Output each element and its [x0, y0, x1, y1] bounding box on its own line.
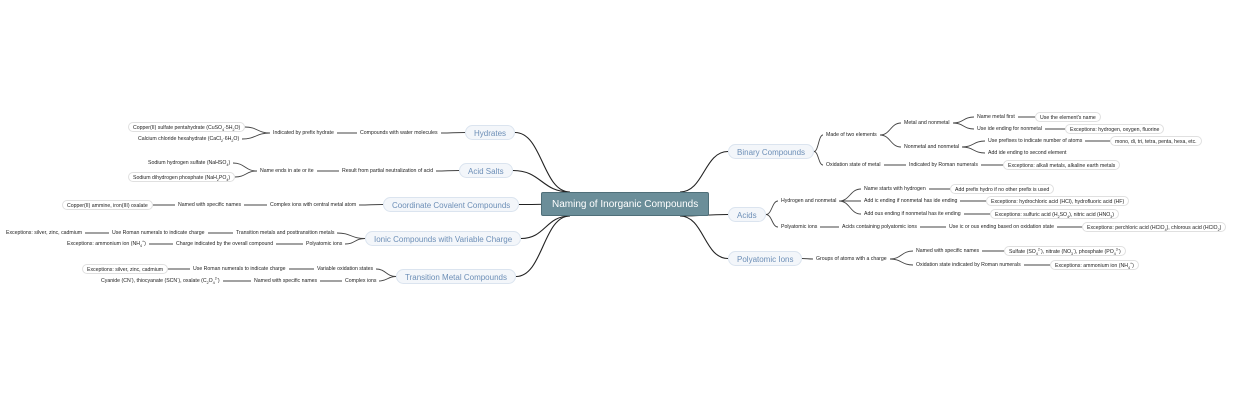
branch-acid-salts[interactable]: Acid Salts — [459, 163, 513, 178]
connector-acids-hydrogen_nonmetal — [765, 200, 779, 215]
node-use-ic-or-ous[interactable]: Use ic or ous ending based on oxidation … — [949, 224, 1054, 230]
connector-groups_charge-named_specific_poly — [889, 250, 914, 260]
root-topic[interactable]: Naming of Inorganic Compounds — [541, 192, 710, 216]
node-compounds-with-water[interactable]: Compounds with water molecules — [360, 130, 438, 136]
connector-root-ionic_variable — [520, 215, 571, 240]
branch-acids[interactable]: Acids — [728, 207, 766, 222]
branch-binary-compounds[interactable]: Binary Compounds — [728, 144, 815, 159]
connector-made_two-metal_nonmetal — [879, 122, 902, 136]
connector-root-polyatomic — [679, 215, 729, 260]
node-metal-and-nonmetal[interactable]: Metal and nonmetal — [904, 120, 950, 126]
connector-acid_salts-result_partial — [435, 170, 460, 172]
connector-ionic_variable-polyatomic_ions_ionic — [344, 238, 366, 245]
node-use-element-name[interactable]: Use the element's name — [1035, 112, 1101, 122]
node-add-ide-ending[interactable]: Add ide ending to second element — [988, 150, 1067, 156]
node-charge-overall-compound[interactable]: Charge indicated by the overall compound — [176, 241, 274, 247]
connector-root-binary — [679, 150, 729, 193]
node-variable-oxidation-states[interactable]: Variable oxidation states — [317, 266, 374, 272]
connector-indicated_prefix-calcium_chloride — [241, 132, 271, 140]
node-cyanide-thiocyanate-oxalate[interactable]: Cyanide (CN-), thiocyanate (SCN-), oxala… — [101, 276, 220, 286]
node-indicated-by-roman-numerals[interactable]: Indicated by Roman numerals — [909, 162, 978, 168]
node-exceptions-hcl-hf[interactable]: Exceptions: hydrochloric acid (HCl), hyd… — [986, 196, 1130, 206]
connector-acids-polyatomic_ions_acid — [765, 214, 779, 228]
connector-root-acid_salts — [512, 169, 571, 193]
connector-hydrogen_nonmetal-name_hydrogen — [838, 188, 862, 202]
node-sodium-dihydrogen-phosphate[interactable]: Sodium dihydrogen phosphate (NaH2PO4) — [128, 172, 236, 182]
node-use-roman-ionic[interactable]: Use Roman numerals to indicate charge — [112, 230, 205, 236]
node-name-metal-first[interactable]: Name metal first — [977, 114, 1015, 120]
node-named-specific-coord[interactable]: Named with specific names — [178, 202, 242, 208]
branch-coordinate-covalent[interactable]: Coordinate Covalent Compounds — [383, 197, 520, 212]
node-use-prefixes[interactable]: Use prefixes to indicate number of atoms — [988, 138, 1083, 144]
connector-ionic_variable-transition_post — [336, 232, 366, 239]
connector-name_ends-sodium_hydrogen_sulfate — [232, 162, 258, 172]
connector-name_ends-sodium_dihydrogen — [234, 170, 258, 178]
branch-hydrates[interactable]: Hydrates — [465, 125, 516, 140]
connector-binary-oxidation_metal — [813, 151, 824, 166]
node-add-ic-ending[interactable]: Add ic ending if nonmetal has ide ending — [864, 198, 958, 204]
node-exceptions-sulfuric-nitric[interactable]: Exceptions: sulfuric acid (H2SO4), nitri… — [990, 209, 1120, 219]
branch-ionic-variable-charge[interactable]: Ionic Compounds with Variable Charge — [365, 231, 522, 246]
connector-nonmetal_nonmetal-use_prefixes — [961, 140, 986, 148]
node-nonmetal-and-nonmetal[interactable]: Nonmetal and nonmetal — [904, 144, 960, 150]
node-prefix-list[interactable]: mono, di, tri, tetra, penta, hexa, etc. — [1110, 136, 1202, 146]
node-exceptions-silver-trans[interactable]: Exceptions: silver, zinc, cadmium — [82, 264, 169, 274]
node-add-prefix-hydro[interactable]: Add prefix hydro if no other prefix is u… — [950, 184, 1055, 194]
node-hydrogen-and-nonmetal[interactable]: Hydrogen and nonmetal — [781, 198, 837, 204]
node-complex-ions-central-metal[interactable]: Complex ions with central metal atom — [270, 202, 357, 208]
connector-metal_nonmetal-use_ide — [952, 122, 975, 130]
branch-polyatomic-ions[interactable]: Polyatomic Ions — [728, 251, 803, 266]
connector-polyatomic-groups_charge — [801, 258, 814, 260]
node-polyatomic-ions-acid[interactable]: Polyatomic ions — [781, 224, 818, 230]
node-acids-containing-polyatomic[interactable]: Acids containing polyatomic ions — [842, 224, 917, 230]
connector-groups_charge-oxidation_roman — [889, 258, 914, 266]
node-named-specific-trans[interactable]: Named with specific names — [254, 278, 318, 284]
node-complex-ions[interactable]: Complex ions — [345, 278, 377, 284]
node-exceptions-ammonium-poly[interactable]: Exceptions: ammonium ion (NH4+) — [1050, 260, 1139, 270]
connector-hydrogen_nonmetal-add_ous — [838, 200, 862, 215]
connector-metal_nonmetal-name_metal_first — [952, 116, 975, 124]
connector-indicated_prefix-copper_sulfate — [244, 126, 271, 134]
branch-transition-metal[interactable]: Transition Metal Compounds — [396, 269, 516, 284]
node-exceptions-perchloric[interactable]: Exceptions: perchloric acid (HClO4), chl… — [1082, 222, 1227, 232]
node-use-roman-trans[interactable]: Use Roman numerals to indicate charge — [193, 266, 286, 272]
connector-hydrates-compounds_water — [440, 132, 466, 134]
connector-root-hydrates — [514, 131, 571, 193]
node-calcium-chloride-hexahydrate[interactable]: Calcium chloride hexahydrate (CaCl2·6H2O… — [138, 136, 240, 144]
node-named-specific-poly[interactable]: Named with specific names — [916, 248, 980, 254]
node-use-ide-ending[interactable]: Use ide ending for nonmetal — [977, 126, 1042, 132]
connector-root-transition — [515, 215, 571, 278]
node-made-of-two-elements[interactable]: Made of two elements — [826, 132, 877, 138]
connector-nonmetal_nonmetal-add_ide — [961, 146, 986, 154]
connector-binary-made_two — [813, 134, 824, 152]
node-transition-posttransition[interactable]: Transition metals and posttransition met… — [236, 230, 335, 236]
node-indicated-by-prefix-hydrate[interactable]: Indicated by prefix hydrate — [273, 130, 334, 136]
node-sulfate-nitrate-phosphate[interactable]: Sulfate (SO42-), nitrate (NO3-), phospha… — [1004, 246, 1126, 256]
node-exceptions-alkali[interactable]: Exceptions: alkali metals, alkaline eart… — [1003, 160, 1121, 170]
node-name-starts-with-hydrogen[interactable]: Name starts with hydrogen — [864, 186, 926, 192]
node-copper-sulfate-pentahydrate[interactable]: Copper(II) sulfate pentahydrate (CuSO4·5… — [128, 122, 246, 132]
node-exceptions-hof[interactable]: Exceptions: hydrogen, oxygen, fluorine — [1065, 124, 1165, 134]
connector-coordinate-complex_central — [358, 204, 384, 206]
node-name-ends-ate-ite[interactable]: Name ends in ate or ite — [260, 168, 314, 174]
node-oxidation-state-of-metal[interactable]: Oxidation state of metal — [826, 162, 881, 168]
node-exceptions-ammonium-ionic[interactable]: Exceptions: ammonium ion (NH4+) — [67, 239, 146, 249]
node-oxidation-roman[interactable]: Oxidation state indicated by Roman numer… — [916, 262, 1021, 268]
node-polyatomic-ions-ionic[interactable]: Polyatomic ions — [306, 241, 343, 247]
node-sodium-hydrogen-sulfate[interactable]: Sodium hydrogen sulfate (NaHSO4) — [148, 160, 231, 168]
node-add-ous-ending[interactable]: Add ous ending if nonmetal has ite endin… — [864, 211, 961, 217]
node-exceptions-silver-ionic[interactable]: Exceptions: silver, zinc, cadmium — [6, 230, 83, 236]
connector-made_two-nonmetal_nonmetal — [879, 134, 902, 148]
node-copper-ammine-iron-oxalate[interactable]: Copper(II) ammine, iron(III) oxalate — [62, 200, 153, 210]
node-result-partial-neutralization[interactable]: Result from partial neutralization of ac… — [342, 168, 434, 174]
node-groups-of-atoms[interactable]: Groups of atoms with a charge — [816, 256, 887, 262]
connector-transition-complex_ions — [378, 276, 397, 282]
